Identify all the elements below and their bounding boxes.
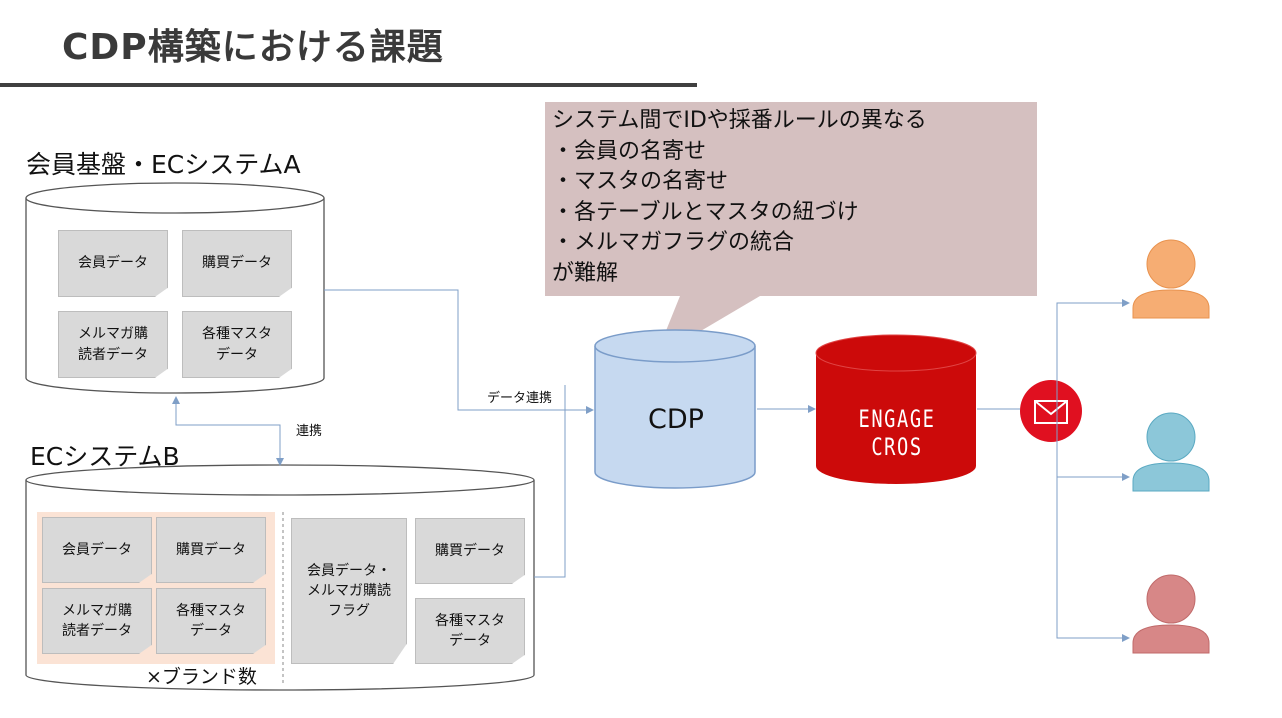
brand-count-label: ×ブランド数: [146, 666, 257, 688]
envelope-icon: [1020, 380, 1082, 442]
system-a-member-data-card: 会員データ: [58, 230, 168, 297]
title-underline: [0, 83, 697, 87]
callout-text: システム間でIDや採番ルールの異なる ・会員の名寄せ ・マスタの名寄せ ・各テー…: [552, 108, 927, 286]
distribution-connector: [1056, 302, 1124, 639]
system-a-newsletter-data-card: メルマガ購 読者データ: [58, 311, 168, 378]
cdp-cylinder: [594, 329, 756, 489]
data-link-connector: [324, 289, 588, 578]
system-b-member-data-card: 会員データ: [42, 517, 152, 583]
system-b-newsletter-data-card: メルマガ購 読者データ: [42, 588, 152, 654]
callout-bubble: [545, 102, 1037, 358]
user-icon-blue: [1132, 412, 1210, 492]
engage-cros-label: ENGAGE CROS: [858, 405, 936, 461]
user-icon-red: [1132, 574, 1210, 654]
system-b-shared-master-card: 各種マスタ データ: [415, 598, 525, 664]
system-a-label: 会員基盤・ECシステムA: [26, 150, 301, 179]
system-b-label: ECシステムB: [30, 442, 180, 471]
system-b-master-data-card: 各種マスタ データ: [156, 588, 266, 654]
data-link-label: データ連携: [487, 391, 553, 406]
system-a-master-data-card: 各種マスタ データ: [182, 311, 292, 378]
system-b-shared-purchase-card: 購買データ: [415, 518, 525, 584]
page-title: CDP構築における課題: [62, 27, 444, 68]
link-label: 連携: [296, 424, 323, 439]
system-b-purchase-data-card: 購買データ: [156, 517, 266, 583]
link-connector: [175, 400, 281, 462]
system-b-member-flag-card: 会員データ・ メルマガ購読 フラグ: [291, 518, 407, 664]
user-icon-orange: [1132, 239, 1210, 319]
engage-cros-cylinder: [815, 334, 977, 484]
system-a-purchase-data-card: 購買データ: [182, 230, 292, 297]
cdp-label: CDP: [648, 404, 704, 435]
